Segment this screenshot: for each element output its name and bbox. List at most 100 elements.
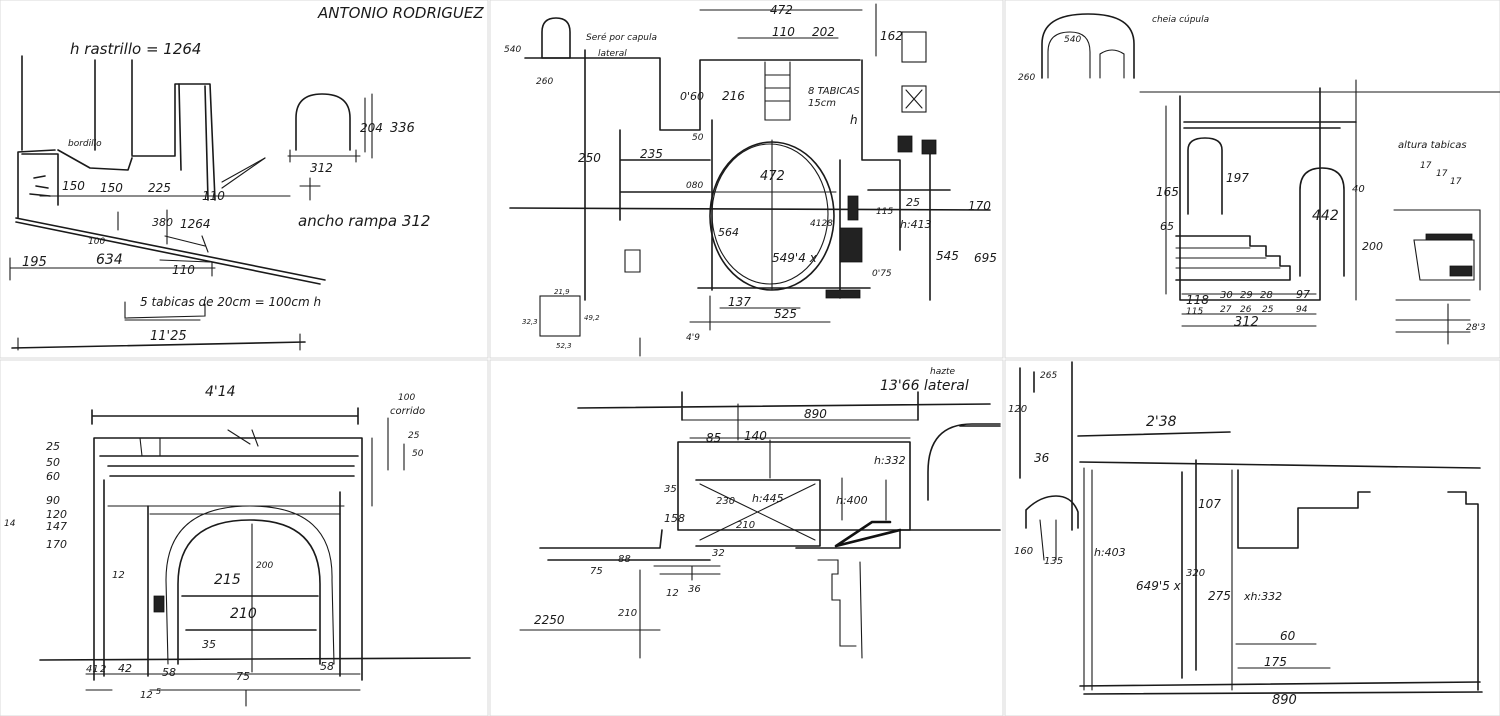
dim-100: 100	[88, 237, 105, 247]
panel-5	[489, 359, 1004, 716]
dim-30: 30	[1220, 290, 1233, 301]
panel-3	[1004, 0, 1500, 359]
dim-5: 5	[156, 687, 161, 696]
dim-564: 564	[718, 226, 739, 239]
dim-65: 65	[1160, 220, 1174, 233]
dim-549: 549'4 x	[772, 251, 818, 265]
long-section-sketch: 265 120 36 2'38 160 135 h:403 649'5 x 32…	[1008, 361, 1483, 708]
dim-42: 42	[118, 662, 132, 675]
dim-110: 110	[772, 25, 795, 39]
dim-472top: 472	[770, 3, 793, 17]
dim-94: 94	[1296, 305, 1308, 315]
cupula-note: Seré por capula	[586, 32, 657, 43]
dim-400: h:400	[836, 494, 868, 507]
dim-380: 380	[152, 216, 173, 229]
dim-075: 0'75	[872, 269, 892, 279]
dim-265: 265	[1040, 371, 1057, 381]
dim-17b: 17	[1436, 169, 1448, 179]
dim-25: 25	[906, 196, 920, 209]
dim-17a: 17	[1420, 161, 1432, 171]
dim-115-3: 115	[1186, 307, 1203, 317]
dim-40: 40	[1352, 184, 1365, 195]
dim-4128: 4128	[810, 219, 833, 229]
panel-1	[0, 0, 489, 359]
dim-147: 147	[46, 520, 67, 533]
dim-215: 215	[214, 572, 241, 588]
dim-35: 35	[202, 638, 216, 651]
dim-137: 137	[728, 295, 751, 309]
dim-413: h:413	[900, 218, 932, 231]
dim-12: 12	[112, 570, 125, 581]
dim-120-6: 120	[1008, 404, 1027, 415]
dim-200-4: 200	[256, 561, 273, 571]
lateral-note: 13'66 lateral	[880, 378, 969, 394]
dim-25-3: 25	[1262, 305, 1274, 315]
dim-195: 195	[22, 255, 47, 270]
dim-36-5: 36	[688, 584, 701, 595]
dim-140: 140	[744, 429, 767, 443]
dim-75: 75	[236, 670, 250, 683]
dim-60-6: 60	[1280, 629, 1296, 643]
square-dim-d: 52,3	[556, 342, 572, 350]
dim-403: h:403	[1094, 546, 1126, 559]
dim-275: 275	[1208, 589, 1231, 603]
panel-4	[0, 359, 489, 716]
bordillo-label: bordillo	[68, 139, 102, 149]
dim-12-5: 12	[666, 588, 679, 599]
dim-472mid: 472	[760, 169, 785, 184]
dim-225: 225	[148, 181, 171, 195]
dim-210b: 210	[618, 608, 637, 619]
dim-332-6: xh:332	[1243, 590, 1282, 603]
dim-32: 32	[712, 548, 725, 559]
dim-28: 28	[1260, 290, 1273, 301]
dim-120: 120	[46, 508, 67, 521]
dim-210-5: 210	[736, 520, 755, 531]
dim-14: 14	[4, 519, 16, 529]
dim-250: 250	[578, 151, 601, 165]
dim-50-4: 50	[46, 456, 60, 469]
dim-26: 26	[1240, 305, 1252, 315]
author-name: ANTONIO RODRIGUEZ	[317, 4, 484, 22]
dim-230: 230	[716, 496, 735, 507]
dim-238: 2'38	[1146, 414, 1177, 430]
dim-150b: 150	[100, 181, 123, 195]
rastrillo-note: h rastrillo = 1264	[70, 40, 201, 58]
dim-50: 50	[692, 133, 704, 143]
dim-414: 4'14	[205, 384, 236, 400]
dim-12b: 12	[140, 690, 153, 701]
dim-890-6: 890	[1272, 693, 1297, 708]
corrido-note: corrido	[390, 406, 425, 417]
cupula-note-3: cheia cúpula	[1152, 15, 1209, 25]
height-mark: h	[850, 113, 858, 127]
square-dim-c: 32,3	[522, 318, 538, 326]
dim-75-5: 75	[590, 566, 603, 577]
dim-41: 41	[86, 664, 99, 675]
dim-540: 540	[504, 45, 521, 55]
arch-sketch: 4'14 corrido 100 25 50 60 90 120 147 170…	[4, 384, 471, 707]
dim-890-5: 890	[804, 407, 827, 421]
dim-312: 312	[310, 161, 333, 175]
dim-445: h:445	[752, 492, 784, 505]
dim-336: 336	[390, 121, 415, 136]
dim-100-4: 100	[398, 393, 415, 403]
dim-162: 162	[880, 29, 903, 43]
dim-60: 60	[46, 470, 60, 483]
dim-1125: 11'25	[150, 329, 187, 344]
dim-50r: 50	[412, 449, 424, 459]
dim-6495: 649'5 x	[1136, 579, 1182, 593]
dim-135: 135	[1044, 556, 1063, 567]
dim-118: 118	[1186, 293, 1209, 307]
dim-210: 210	[230, 606, 257, 622]
dim-97: 97	[1296, 288, 1310, 301]
tabicas-note: 5 tabicas de 20cm = 100cm h	[140, 295, 321, 309]
cupula-note-2: lateral	[598, 49, 627, 59]
dim-158: 158	[664, 512, 685, 525]
dim-25r: 25	[408, 431, 420, 441]
tabicas-height: 15cm	[808, 98, 836, 109]
dim-175: 175	[1264, 655, 1287, 669]
dim-216: 216	[722, 89, 745, 103]
dim-312-3: 312	[1234, 315, 1259, 330]
plan-sketch: 472 110 202 162 540 260 Seré por capula …	[504, 3, 997, 357]
dim-080: 080	[686, 181, 703, 191]
dim-545: 545	[936, 249, 959, 263]
